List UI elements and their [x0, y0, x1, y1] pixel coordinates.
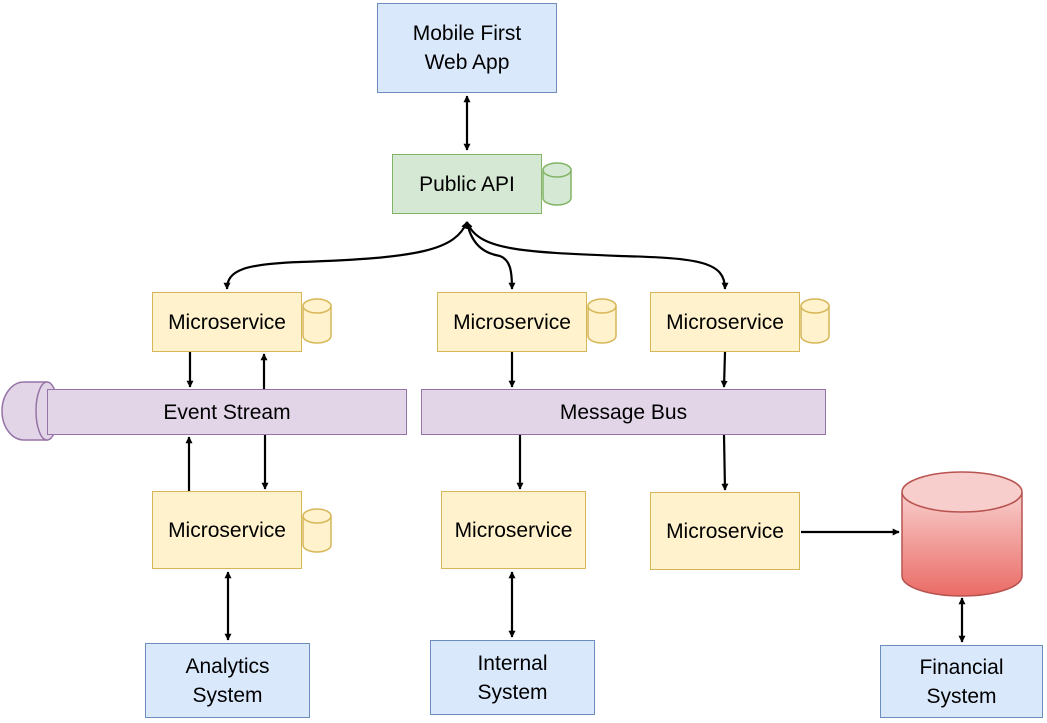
microservice-top-right: Microservice [650, 292, 800, 352]
event-stream-bar: Event Stream [47, 389, 407, 435]
edge-bus-to-ms-bottom-right [721, 434, 729, 491]
internal-system-node: Internal System [430, 640, 595, 715]
database-icon-ms-top-left [302, 298, 332, 344]
public-api-node: Public API [392, 154, 542, 214]
microservice-bottom-left: Microservice [152, 491, 302, 569]
microservice-bottom-right: Microservice [650, 492, 800, 570]
edge-ms-top-right-to-bus [720, 351, 728, 388]
edge-api-ms-top-left [223, 221, 469, 290]
message-bus-bar: Message Bus [421, 389, 826, 435]
analytics-system-node: Analytics System [145, 643, 310, 718]
microservice-top-mid: Microservice [437, 292, 587, 352]
edge-api-ms-top-right [465, 221, 729, 290]
database-icon-api [542, 162, 572, 206]
financial-system-node: Financial System [880, 645, 1043, 718]
database-icon-ms-top-right [800, 298, 830, 344]
central-database-icon [901, 471, 1023, 597]
database-icon-ms-bottom-left [302, 508, 332, 553]
microservice-top-left: Microservice [152, 292, 302, 352]
database-icon-ms-top-mid [587, 298, 617, 344]
microservice-bottom-mid: Microservice [441, 491, 586, 569]
web-app-node: Mobile First Web App [377, 3, 557, 93]
